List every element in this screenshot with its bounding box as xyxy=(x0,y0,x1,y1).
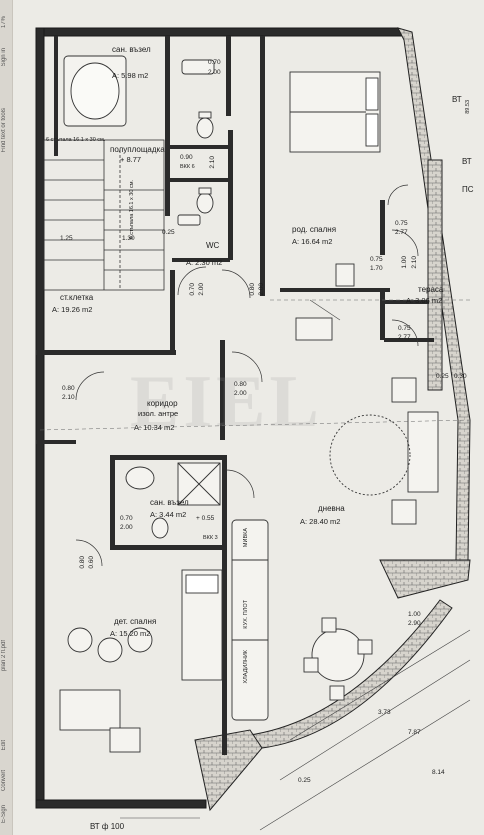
terrace-area: А: 3.06 m2 xyxy=(406,296,443,305)
dim-080b: 0.80 xyxy=(62,385,75,392)
dim-277b: 2.77 xyxy=(398,334,411,341)
dim-080d: 0.80 xyxy=(79,556,86,569)
stairs-note: 6 стъпала 16.1 х 30 см. xyxy=(46,137,106,143)
dim-025c: 0.25 xyxy=(298,777,311,784)
dim-170: 1.70 xyxy=(370,265,383,272)
inner-walls xyxy=(36,36,434,755)
viewer-sidebar: Sign in Find text or tools plan 2 fl.pdf… xyxy=(0,0,13,835)
dim-075b: 0.75 xyxy=(370,256,383,263)
dim-070a: 0.70 xyxy=(208,59,221,66)
child-room-furniture xyxy=(59,569,223,753)
corridor-area: А: 10.34 m2 xyxy=(134,423,175,432)
dim-200e: 2.00 xyxy=(234,390,247,397)
dim-090: 0.90 xyxy=(180,154,193,161)
convert-tool[interactable]: Convert xyxy=(1,770,7,792)
marker-bt2: ВТ xyxy=(462,157,472,166)
dim-030: 0.30 xyxy=(454,373,467,380)
master-area: А: 16.64 m2 xyxy=(292,237,333,246)
dimension-lines xyxy=(120,299,471,831)
vkk6-label: ВКК 6 xyxy=(180,164,195,170)
dim-200b: 2.00 xyxy=(198,283,205,296)
vkk3-label: ВКК 3 xyxy=(203,535,218,541)
bath2-area: А: 3.44 m2 xyxy=(150,510,187,519)
living-area: А: 28.40 m2 xyxy=(300,517,341,526)
wc-name: WC xyxy=(206,241,220,250)
wc-area: А: 2.30 m2 xyxy=(186,258,223,267)
dim-277a: 2.77 xyxy=(395,229,408,236)
landing-value: + 8.77 xyxy=(120,155,142,164)
counter-label-sink: МИВКА xyxy=(243,528,249,548)
child-area: А: 15.20 m2 xyxy=(110,629,151,638)
dim-075a: 0.75 xyxy=(395,220,408,227)
marker-bt1: ВТ xyxy=(452,95,462,104)
dim-200d: 2.00 xyxy=(120,524,133,531)
dim-070b: 0.70 xyxy=(189,283,196,296)
dim-200c: 2.00 xyxy=(258,283,265,296)
filename-label: plan 2 fl.pdf xyxy=(1,640,7,672)
master-bed xyxy=(289,71,381,341)
stairwell-name: ст.клетка xyxy=(60,293,94,302)
marker-bt-value: 89.53 xyxy=(465,100,471,114)
dim-814: 8.14 xyxy=(432,769,445,776)
child-name: дет. спалня xyxy=(114,617,157,626)
bath1-name: сан. възел xyxy=(112,45,151,54)
guide-lines xyxy=(39,299,471,431)
bath1-area: А: 5.98 m2 xyxy=(112,71,149,80)
zoom-level: 17% xyxy=(1,16,7,29)
landing-name: полуплощадка xyxy=(110,145,165,154)
master-name: род. спалня xyxy=(292,225,337,234)
dim-075c: 0.75 xyxy=(398,325,411,332)
dim-025: 0.25 xyxy=(162,229,175,236)
dim-080c: 0.80 xyxy=(234,381,247,388)
corridor-name: коридор xyxy=(147,399,178,408)
marker-ps: ПС xyxy=(462,185,474,194)
dim-055: + 0.55 xyxy=(196,515,215,522)
dim-025b: 0.25 xyxy=(436,373,449,380)
dim-290: 2.90 xyxy=(408,620,421,627)
marker-bt-bottom: ВТ ф 100 xyxy=(90,822,125,831)
dim-100a: 1.00 xyxy=(401,256,408,269)
counter-label-fridge: ХЛАДИЛНИК xyxy=(243,650,249,684)
dim-060: 0.60 xyxy=(88,556,95,569)
watermark: EIEL xyxy=(130,361,323,443)
edit-tool[interactable]: Edit xyxy=(1,740,7,751)
counter-label-worktop: КУХ. ПЛОТ xyxy=(243,600,249,629)
dim-100b: 1.00 xyxy=(408,611,421,618)
staircase xyxy=(43,139,165,291)
bath2-name: сан. възел xyxy=(150,498,189,507)
terrace-name: тераса xyxy=(418,285,444,294)
door-swings xyxy=(75,184,419,567)
dim-210c: 2.10 xyxy=(62,394,75,401)
stairs-note-vertical: 6 стъпала 16.1 х 30 см. xyxy=(129,180,135,240)
esign-tool[interactable]: E-Sign xyxy=(1,805,7,824)
dim-373: 3.73 xyxy=(378,709,391,716)
corridor-sub: изол. антре xyxy=(138,409,179,418)
outer-walls xyxy=(35,27,471,812)
living-name: дневна xyxy=(318,504,345,513)
dim-080a: 0.80 xyxy=(249,283,256,296)
find-tool[interactable]: Find text or tools xyxy=(1,108,7,153)
sign-in-link[interactable]: Sign in xyxy=(1,48,7,67)
dim-200a: 2.00 xyxy=(208,69,221,76)
fixtures xyxy=(63,55,221,539)
dim-130: 1.30 xyxy=(122,235,135,242)
dim-125: 1.25 xyxy=(60,235,73,242)
dim-070c: 0.70 xyxy=(120,515,133,522)
dim-210a: 2.10 xyxy=(209,156,216,169)
living-furniture xyxy=(231,377,439,721)
dim-787: 7.87 xyxy=(408,729,421,736)
stairwell-area: А: 19.26 m2 xyxy=(52,305,93,314)
dim-210b: 2.10 xyxy=(411,256,418,269)
